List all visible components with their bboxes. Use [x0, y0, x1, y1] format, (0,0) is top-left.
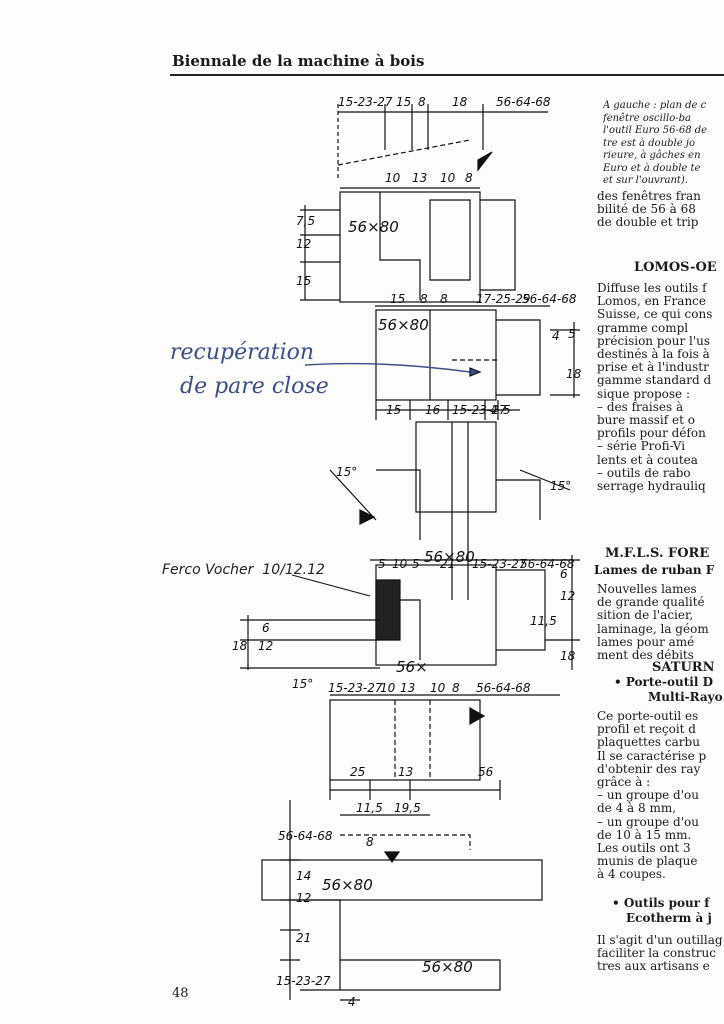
dim-r2-1: 15 — [390, 292, 405, 306]
dim-r5-6: 56-64-68 — [476, 681, 531, 695]
dim-left8-3: 21 — [296, 931, 311, 945]
dim-r2-3: 8 — [440, 292, 448, 306]
dim-r7-2: 19,5 — [394, 801, 421, 815]
dim-left8-2: 12 — [296, 891, 311, 905]
dim-r2-5: 56-64-68 — [522, 292, 577, 306]
header-rule — [170, 74, 724, 76]
size-label-3: 56×80 — [424, 548, 475, 566]
dim-r3-1: 15 — [386, 403, 401, 417]
dim-right2-1: 4 — [552, 329, 560, 343]
dim-r5-4: 10 — [430, 681, 446, 695]
saturne-subtitle-1: • Porte-outil D — [614, 675, 714, 689]
dim-r1-1: 10 — [385, 171, 401, 185]
dim-r3-2: 16 — [425, 403, 441, 417]
dim-r2-4: 17-25-29 — [476, 292, 530, 306]
dim-top-4: 18 — [452, 95, 468, 109]
dim-right4-2: 12 — [560, 589, 575, 603]
dim-right4-1: 6 — [560, 567, 568, 581]
dim-r5-2: 10 — [380, 681, 396, 695]
dim-r6-2: 13 — [398, 765, 413, 779]
dim-r4-1: 5 — [378, 557, 386, 571]
dim-left1-2: 12 — [296, 237, 311, 251]
dim-mid7: 8 — [366, 835, 374, 849]
dim-left7: 56-64-68 — [278, 829, 333, 843]
size-label-2: 56×80 — [378, 316, 429, 334]
mfls-body: Nouvelles lames de grande qualité sition… — [597, 583, 709, 663]
saturne-body: Ce porte-outil es profil et reçoit d pla… — [597, 710, 707, 882]
mfls-title: M.F.L.S. FORE — [605, 546, 710, 561]
drawing-dimension-labels: 15-23-27 15 8 18 56-64-68 10 13 10 8 56×… — [232, 95, 582, 1009]
dim-left8-1: 14 — [296, 869, 311, 883]
dim-r3-3: 15-23-27 — [452, 403, 507, 417]
dim-r1-2: 13 — [412, 171, 427, 185]
ferco-annotation: Ferco Vocher 10/12.12 — [162, 562, 325, 578]
dim-r3-4: 4 — [490, 403, 498, 417]
dim-r4-5: 15-23-27 — [472, 557, 527, 571]
dim-left4-2: 12 — [258, 639, 273, 653]
size-label-5: 56×80 — [322, 876, 373, 894]
dim-r5-1: 15-23-27 — [328, 681, 383, 695]
angle-label-3: 15° — [292, 677, 313, 691]
dim-left8-4: 15-23-27 — [276, 974, 331, 988]
drawing-lines — [240, 104, 580, 1001]
dim-left4-1: 18 — [232, 639, 248, 653]
dim-right4-3: 11,5 — [530, 614, 557, 628]
angle-label-1: 15° — [336, 465, 357, 479]
lomos-body: Diffuse les outils f Lomos, en France Su… — [597, 282, 713, 494]
dim-top-3: 8 — [418, 95, 426, 109]
dim-r1-4: 8 — [465, 171, 473, 185]
saturne-subtitle-4: Ecotherm à j — [626, 911, 712, 925]
dim-top-2: 15 — [396, 95, 411, 109]
figure-caption: A gauche : plan de c fenêtre oscillo-ba … — [603, 100, 708, 186]
dim-r3-5: 5 — [503, 403, 511, 417]
mfls-subtitle: Lames de ruban F — [594, 563, 715, 577]
handwritten-note-line2: de pare close — [180, 374, 329, 399]
size-label-4: 56× — [396, 658, 428, 676]
size-label-6: 56×80 — [422, 958, 473, 976]
dim-left4-3: 6 — [262, 621, 270, 635]
saturne-subtitle-2: Multi-Rayo — [648, 690, 723, 704]
dim-right4-4: 18 — [560, 649, 576, 663]
running-header: Biennale de la machine à bois — [172, 52, 425, 70]
dim-r4-3: 5 — [412, 557, 420, 571]
dim-right2-3: 18 — [566, 367, 582, 381]
page-number: 48 — [172, 986, 189, 1001]
dim-r6-1: 25 — [350, 765, 365, 779]
dim-r4-6: 56-64-68 — [520, 557, 575, 571]
dim-r4-2: 10 — [392, 557, 408, 571]
saturne-body-2: Il s'agit d'un outillag faciliter la con… — [597, 934, 723, 974]
dim-r2-2: 8 — [420, 292, 428, 306]
dim-r7-1: 11,5 — [356, 801, 383, 815]
dim-r6-3: 56 — [478, 765, 494, 779]
dim-r1-3: 10 — [440, 171, 456, 185]
intro-paragraph: des fenêtres fran bilité de 56 à 68 de d… — [597, 190, 701, 230]
handwritten-note-line1: recupération — [170, 340, 315, 365]
dim-top-1: 15-23-27 — [338, 95, 393, 109]
dim-bottom: 4 — [348, 995, 356, 1009]
dim-top-5: 56-64-68 — [496, 95, 551, 109]
saturne-title: SATURN — [652, 660, 715, 675]
dim-r5-3: 13 — [400, 681, 415, 695]
dim-left1-3: 15 — [296, 274, 311, 288]
dim-right2-2: 5 — [568, 327, 576, 341]
saturne-subtitle-3: • Outils pour f — [612, 896, 710, 910]
dim-left1-1: 7,5 — [296, 214, 315, 228]
dim-r5-5: 8 — [452, 681, 460, 695]
dim-r4-4: 21 — [440, 557, 455, 571]
angle-label-2: 15° — [550, 479, 571, 493]
size-label-1: 56×80 — [348, 218, 399, 236]
lomos-title: LOMOS-OE — [634, 260, 717, 275]
